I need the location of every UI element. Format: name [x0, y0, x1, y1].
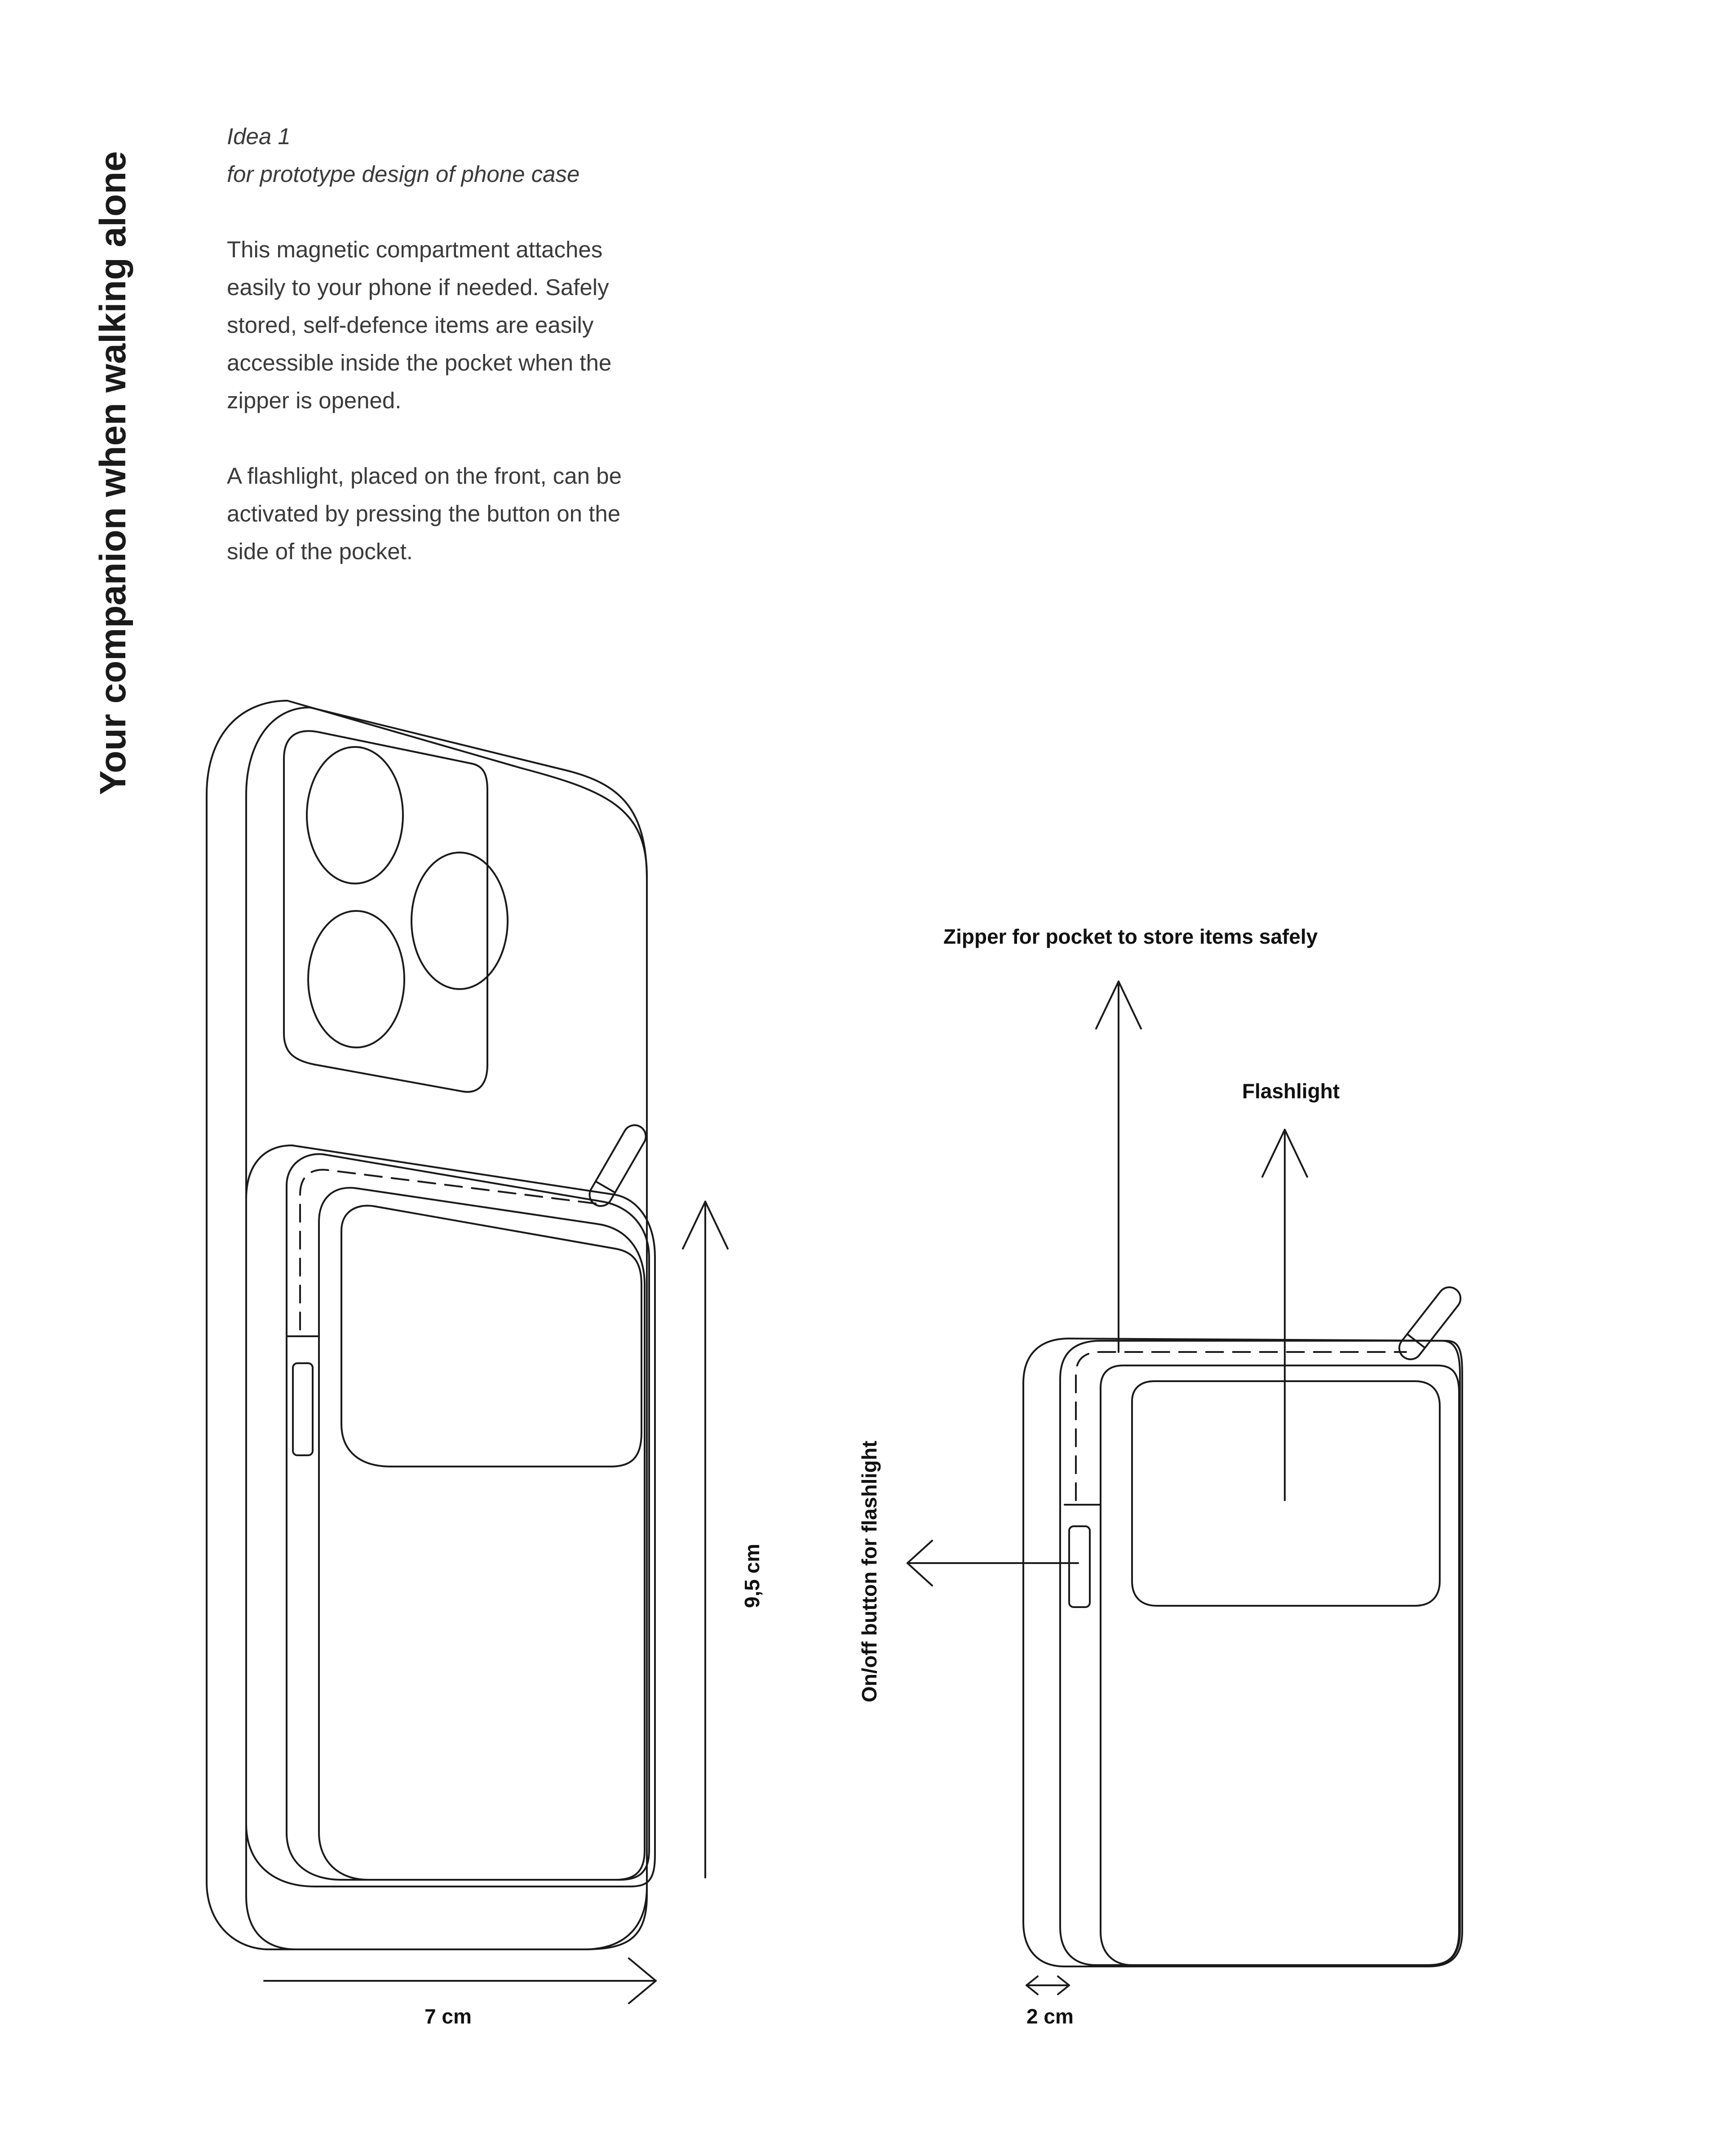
zipper-line: [1075, 1351, 1407, 1501]
pocket-drawing: [1022, 1286, 1463, 1967]
callout-arrows: [907, 981, 1308, 1995]
zipper-line: [299, 1169, 598, 1330]
camera-module: [283, 730, 488, 1093]
flashlight-label: Flashlight: [1242, 1079, 1340, 1103]
idea-subtitle: for prototype design of phone case: [227, 161, 580, 187]
flashlight-pad: [1131, 1380, 1441, 1607]
phone-case-drawing: [206, 700, 656, 1950]
idea-label: Idea 1: [227, 124, 291, 149]
height-dimension-label: 9,5 cm: [740, 1543, 764, 1608]
intro-paragraph-1: This magnetic compartment attaches easil…: [227, 237, 612, 413]
flashlight-pad: [341, 1205, 642, 1467]
pocket-body: [245, 1144, 656, 1887]
button-label: On/off button for flashlight: [858, 1440, 881, 1702]
zipper-pull-icon: [1398, 1286, 1462, 1361]
side-button: [1068, 1525, 1091, 1608]
zipper-pull-icon: [588, 1124, 647, 1207]
intro-paragraph-2: A flashlight, placed on the front, can b…: [227, 463, 622, 564]
camera-lens-icon: [307, 910, 405, 1048]
depth-dimension-label: 2 cm: [1026, 2005, 1074, 2028]
zipper-label: Zipper for pocket to store items safely: [943, 925, 1318, 948]
width-dimension-label: 7 cm: [425, 2005, 472, 2028]
camera-lens-icon: [411, 852, 509, 990]
camera-lens-icon: [306, 746, 404, 884]
side-button: [292, 1362, 314, 1456]
intro-text: Idea 1 for prototype design of phone cas…: [227, 118, 654, 570]
dimension-arrows: [263, 1201, 729, 2004]
